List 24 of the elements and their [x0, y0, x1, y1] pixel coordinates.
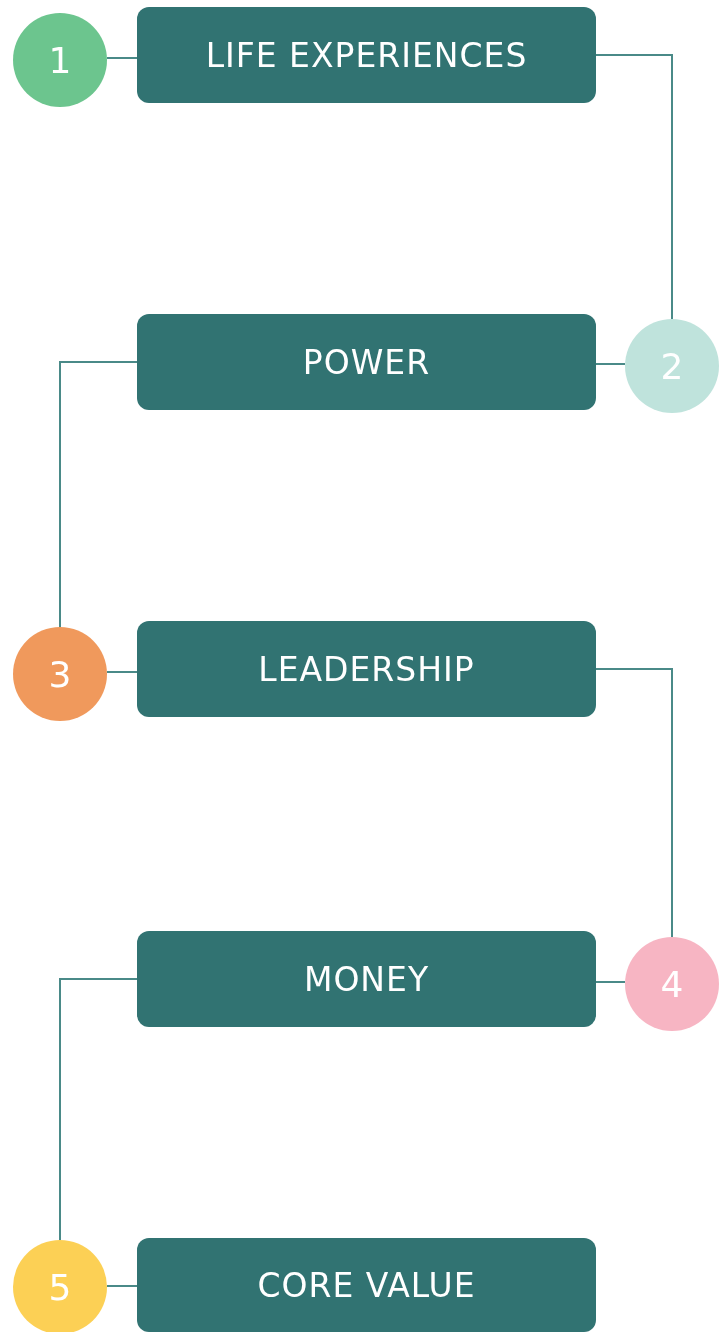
label-box: [137, 7, 596, 103]
step-number: 5: [48, 1266, 72, 1308]
connector-line: [106, 671, 138, 673]
label-box: [137, 1238, 596, 1332]
step-number: 2: [660, 345, 684, 387]
box-label: LIFE EXPERIENCES: [205, 35, 528, 75]
connector-line: [106, 57, 138, 59]
step-number: 4: [660, 963, 684, 1005]
box-label: CORE VALUE: [257, 1265, 476, 1305]
connector-line: [595, 668, 673, 938]
box-label: MONEY: [303, 959, 430, 999]
label-box: [137, 931, 596, 1027]
box-label: LEADERSHIP: [258, 649, 475, 689]
box-label: POWER: [302, 342, 431, 382]
connector-line: [595, 54, 673, 320]
connector-line: [106, 1285, 138, 1287]
label-box: [137, 621, 596, 717]
connector-line: [59, 978, 138, 1241]
connector-line: [595, 981, 626, 983]
label-box: [137, 314, 596, 410]
connector-line: [595, 363, 626, 365]
step-number: 3: [48, 653, 72, 695]
connector-line: [59, 361, 138, 628]
step-number: 1: [48, 39, 72, 81]
